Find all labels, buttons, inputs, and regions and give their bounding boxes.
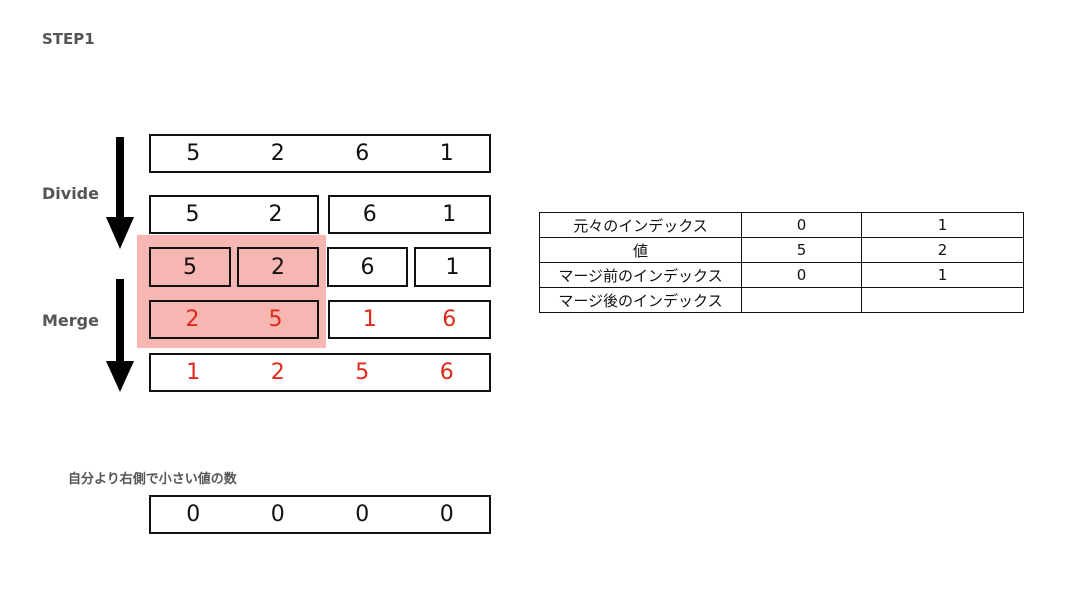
array-value: 1 [186, 360, 201, 385]
merge-arrow-icon [106, 279, 134, 392]
count-value: 0 [186, 502, 201, 527]
table-cell: 1 [861, 262, 1024, 288]
array-value: 1 [442, 202, 457, 227]
split-left-box: 5 2 [149, 195, 319, 234]
single-box-1: 5 [149, 247, 231, 287]
index-table: 元々のインデックス 0 1 値 5 2 マージ前のインデックス 0 1 マージ後… [539, 212, 1024, 313]
array-value: 5 [268, 307, 283, 332]
table-row: 元々のインデックス 0 1 [539, 212, 1024, 238]
array-value: 2 [268, 202, 283, 227]
table-cell: 5 [741, 237, 862, 263]
array-value: 1 [445, 254, 460, 280]
array-value: 5 [186, 141, 201, 166]
row-header: 値 [539, 237, 742, 263]
table-cell: 1 [861, 212, 1024, 238]
array-value: 1 [362, 307, 377, 332]
table-cell [861, 287, 1024, 313]
divide-label: Divide [42, 184, 99, 203]
row-header: マージ後のインデックス [539, 287, 742, 313]
table-cell: 0 [741, 262, 862, 288]
array-value: 6 [439, 360, 454, 385]
table-row: 値 5 2 [539, 237, 1024, 263]
array-value: 6 [360, 254, 375, 280]
array-value: 6 [355, 141, 370, 166]
array-value: 5 [355, 360, 370, 385]
counts-box: 0 0 0 0 [149, 495, 491, 534]
initial-array-box: 5 2 6 1 [149, 134, 491, 173]
array-value: 5 [183, 254, 197, 280]
array-value: 2 [270, 360, 285, 385]
merge-right-box: 1 6 [328, 300, 491, 339]
array-value: 2 [185, 307, 200, 332]
table-cell: 2 [861, 237, 1024, 263]
merge-label: Merge [42, 311, 99, 330]
row-header: マージ前のインデックス [539, 262, 742, 288]
count-value: 0 [270, 502, 285, 527]
table-row: マージ後のインデックス [539, 287, 1024, 313]
step-title: STEP1 [42, 30, 95, 48]
table-cell: 0 [741, 212, 862, 238]
merge-left-box: 2 5 [149, 300, 319, 339]
single-box-4: 1 [414, 247, 491, 287]
table-cell [741, 287, 862, 313]
split-right-box: 6 1 [328, 195, 491, 234]
divide-arrow-icon [106, 137, 134, 249]
row-header: 元々のインデックス [539, 212, 742, 238]
single-box-3: 6 [327, 247, 408, 287]
count-value: 0 [439, 502, 454, 527]
array-value: 2 [271, 254, 285, 280]
array-value: 1 [439, 141, 454, 166]
table-row: マージ前のインデックス 0 1 [539, 262, 1024, 288]
array-value: 2 [270, 141, 285, 166]
array-value: 6 [362, 202, 377, 227]
counts-caption: 自分より右側で小さい値の数 [68, 472, 237, 487]
array-value: 5 [185, 202, 200, 227]
merged-array-box: 1 2 5 6 [149, 353, 491, 392]
single-box-2: 2 [237, 247, 319, 287]
count-value: 0 [355, 502, 370, 527]
array-value: 6 [442, 307, 457, 332]
